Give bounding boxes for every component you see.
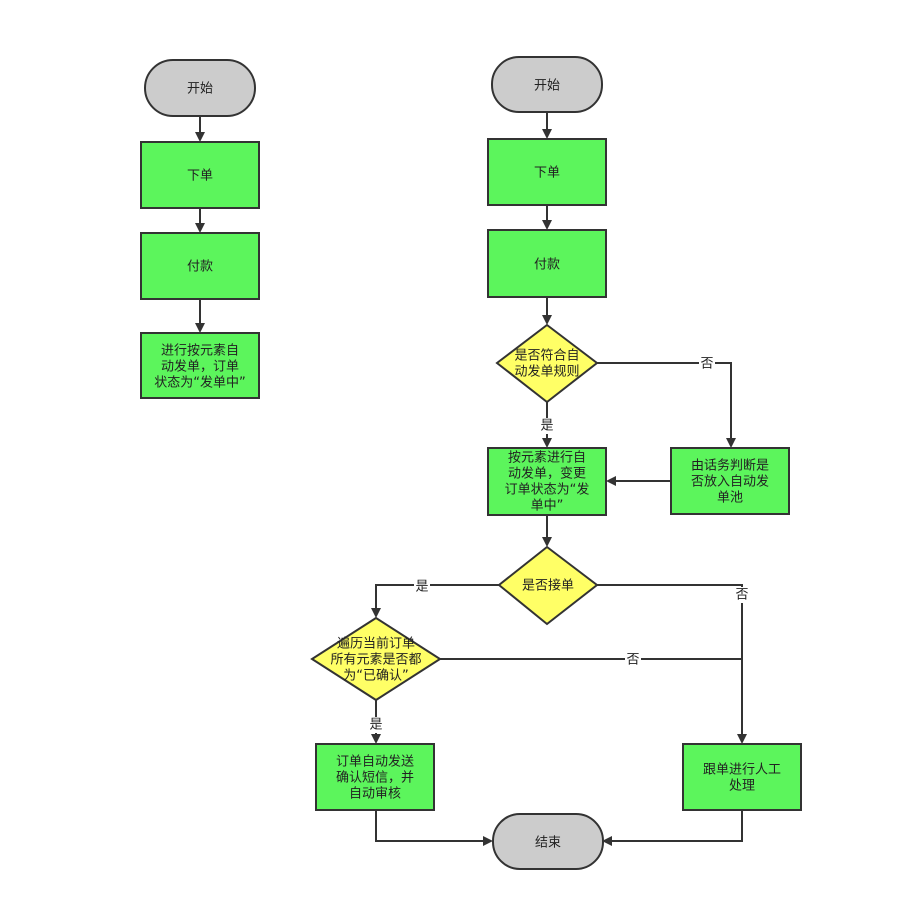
- label-line: 所有元素是否都: [330, 653, 421, 668]
- manual-node: 跟单进行人工处理: [682, 743, 802, 811]
- dispatch-label: 按元素进行自动发单，变更订单状态为“发单中”: [505, 451, 590, 514]
- label-line: 否放入自动发: [691, 474, 769, 490]
- edge-label-accept-yes: 是: [414, 579, 430, 595]
- end-node: 结束: [492, 813, 604, 870]
- label-line: 下单: [534, 166, 560, 181]
- right-order-node: 下单: [487, 138, 607, 206]
- label-line: 开始: [534, 79, 560, 94]
- manual-label: 跟单进行人工处理: [703, 763, 781, 794]
- check-rule-decision: 是否符合自动发单规则: [495, 323, 599, 404]
- label-line: 订单自动发送: [336, 754, 414, 770]
- edge-manual-end: [602, 810, 743, 846]
- label-line: 按元素进行自: [508, 451, 586, 466]
- edge-label-rule-yes: 是: [539, 418, 555, 434]
- right-pay-node: 付款: [487, 229, 607, 298]
- left-order-node: 下单: [140, 141, 260, 209]
- dispatch-node: 按元素进行自动发单，变更订单状态为“发单中”: [487, 447, 607, 516]
- left-pay-node: 付款: [140, 232, 260, 300]
- svg-text:是: 是: [540, 419, 553, 434]
- label-line: 付款: [187, 260, 213, 275]
- label-line: 遍历当前订单: [337, 636, 415, 652]
- label-line: 单中”: [531, 499, 564, 514]
- label-line: 状态为“发单中”: [154, 375, 245, 391]
- right-order-label: 下单: [534, 166, 560, 181]
- right-start-label: 开始: [534, 79, 560, 94]
- label-line: 自动审核: [349, 787, 401, 802]
- all-confirmed-label: 遍历当前订单所有元素是否都为“已确认”: [330, 636, 421, 684]
- label-line: 是否接单: [522, 578, 574, 594]
- label-line: 处理: [729, 779, 755, 794]
- edge-labels: 是 否 是 否 是 否: [368, 356, 750, 733]
- svg-text:否: 否: [735, 588, 748, 603]
- edge-label-confirm-no: 否: [625, 652, 641, 668]
- end-label: 结束: [535, 836, 561, 851]
- send-sms-node: 订单自动发送确认短信，并自动审核: [315, 743, 435, 811]
- label-line: 开始: [187, 82, 213, 97]
- accepted-label: 是否接单: [522, 578, 574, 594]
- edge-accept-no: [597, 584, 747, 744]
- left-start-node: 开始: [144, 59, 256, 117]
- label-line: 进行按元素自: [161, 344, 239, 359]
- label-line: 为“已确认”: [343, 669, 408, 684]
- business-pool-node: 由话务判断是否放入自动发单池: [670, 447, 790, 515]
- svg-text:是: 是: [369, 718, 382, 733]
- send-sms-label: 订单自动发送确认短信，并自动审核: [336, 754, 414, 802]
- label-line: 是否符合自: [514, 348, 579, 364]
- edges: [195, 112, 747, 846]
- left-dispatch-label: 进行按元素自动发单，订单状态为“发单中”: [154, 344, 245, 391]
- label-line: 动发单规则: [514, 364, 579, 380]
- label-line: 订单状态为“发: [505, 482, 590, 498]
- left-start-label: 开始: [187, 82, 213, 97]
- svg-text:否: 否: [626, 653, 639, 668]
- all-confirmed-decision: 遍历当前订单所有元素是否都为“已确认”: [310, 616, 442, 702]
- label-line: 跟单进行人工: [703, 763, 781, 778]
- label-line: 下单: [187, 169, 213, 184]
- label-line: 动发单，变更: [508, 466, 586, 482]
- svg-text:是: 是: [415, 580, 428, 595]
- edge-rule-no: [597, 362, 736, 448]
- svg-text:否: 否: [700, 357, 713, 372]
- label-line: 由话务判断是: [691, 458, 769, 474]
- edge-accept-yes: [371, 584, 499, 618]
- label-line: 结束: [535, 836, 561, 851]
- accepted-decision: 是否接单: [497, 545, 599, 626]
- edge-sms-end: [375, 810, 493, 846]
- left-dispatch-node: 进行按元素自动发单，订单状态为“发单中”: [140, 332, 260, 399]
- edge-label-confirm-yes: 是: [368, 717, 384, 733]
- left-order-label: 下单: [187, 169, 213, 184]
- right-start-node: 开始: [491, 56, 603, 113]
- label-line: 付款: [534, 258, 560, 273]
- label-line: 确认短信，并: [336, 771, 414, 786]
- edge-label-rule-no: 否: [699, 356, 715, 372]
- left-pay-label: 付款: [187, 260, 213, 275]
- label-line: 动发单，订单: [161, 359, 239, 375]
- right-pay-label: 付款: [534, 258, 560, 273]
- label-line: 单池: [717, 491, 743, 506]
- check-rule-label: 是否符合自动发单规则: [514, 348, 579, 380]
- business-pool-label: 由话务判断是否放入自动发单池: [691, 458, 769, 506]
- edge-label-accept-no: 否: [734, 587, 750, 603]
